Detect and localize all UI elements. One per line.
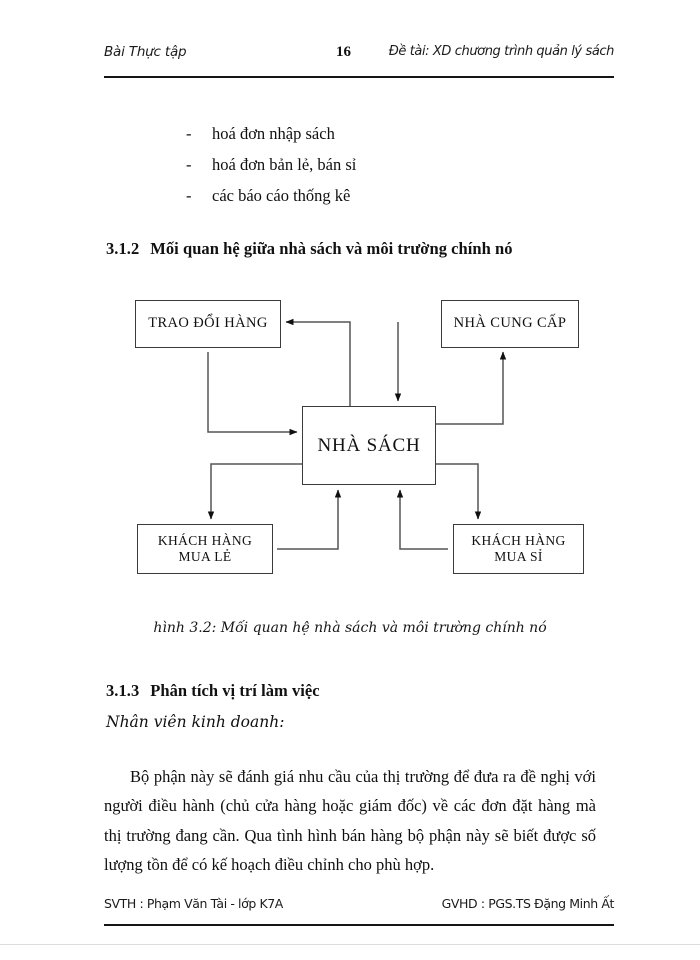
footer-right-text: GVHD : PGS.TS Đặng Minh Ất — [441, 896, 615, 911]
bullet-list: - hoá đơn nhập sách - hoá đơn bản lẻ, bá… — [186, 118, 526, 211]
bullet-label: hoá đơn bản lẻ, bán sỉ — [212, 155, 357, 174]
subsection-label: Nhân viên kinh doanh: — [106, 713, 285, 731]
section-number: 3.1.2 — [106, 239, 140, 258]
list-item: - hoá đơn nhập sách — [186, 118, 526, 149]
page-footer: SVTH : Phạm Văn Tài - lớp K7A GVHD : PGS… — [104, 896, 614, 918]
page-edge-band — [0, 944, 700, 960]
header-left-text: Bài Thực tập — [104, 44, 187, 60]
header-divider — [104, 76, 614, 78]
bullet-label: các báo cáo thống kê — [212, 186, 351, 205]
section-heading-313: 3.1.3 Phân tích vị trí làm việc — [106, 681, 320, 701]
diagram-box-trao-doi-hang: TRAO ĐỔI HÀNG — [135, 300, 281, 348]
section-title: Phân tích vị trí làm việc — [150, 681, 320, 700]
header-right-text: Đề tài: XD chương trình quản lý sách — [388, 44, 615, 59]
arrow-traodoihang-to-nhasach — [207, 352, 298, 436]
section-number: 3.1.3 — [106, 681, 140, 700]
arrow-nhasach-to-khachsi — [436, 463, 482, 520]
arrow-nhasach-to-nhacungcap — [436, 351, 507, 425]
page-number: 16 — [336, 44, 351, 60]
footer-left-text: SVTH : Phạm Văn Tài - lớp K7A — [104, 896, 283, 911]
footer-divider — [104, 924, 614, 926]
arrow-nhasach-to-traodoihang — [285, 318, 351, 406]
diagram-box-nha-sach: NHÀ SÁCH — [302, 406, 436, 485]
list-item: - hoá đơn bản lẻ, bán sỉ — [186, 149, 526, 180]
list-item: - các báo cáo thống kê — [186, 180, 526, 211]
bullet-marker: - — [186, 124, 192, 143]
section-heading-312: 3.1.2 Mối quan hệ giữa nhà sách và môi tr… — [106, 239, 513, 259]
bullet-label: hoá đơn nhập sách — [212, 124, 335, 143]
diagram-box-nha-cung-cap: NHÀ CUNG CẤP — [441, 300, 579, 348]
arrow-khachsi-to-nhasach — [396, 489, 448, 550]
arrow-nhasach-to-khachle — [207, 463, 302, 520]
body-paragraph: Bộ phận này sẽ đánh giá nhu cầu của thị … — [104, 766, 596, 875]
section-title: Mối quan hệ giữa nhà sách và môi trường … — [150, 239, 513, 258]
arrow-khachle-to-nhasach — [277, 489, 342, 550]
bullet-marker: - — [186, 155, 192, 174]
bullet-marker: - — [186, 186, 192, 205]
page-header: Bài Thực tập 16 Đề tài: XD chương trình … — [104, 44, 614, 70]
figure-caption: hình 3.2: Mối quan hệ nhà sách và môi tr… — [153, 620, 547, 636]
